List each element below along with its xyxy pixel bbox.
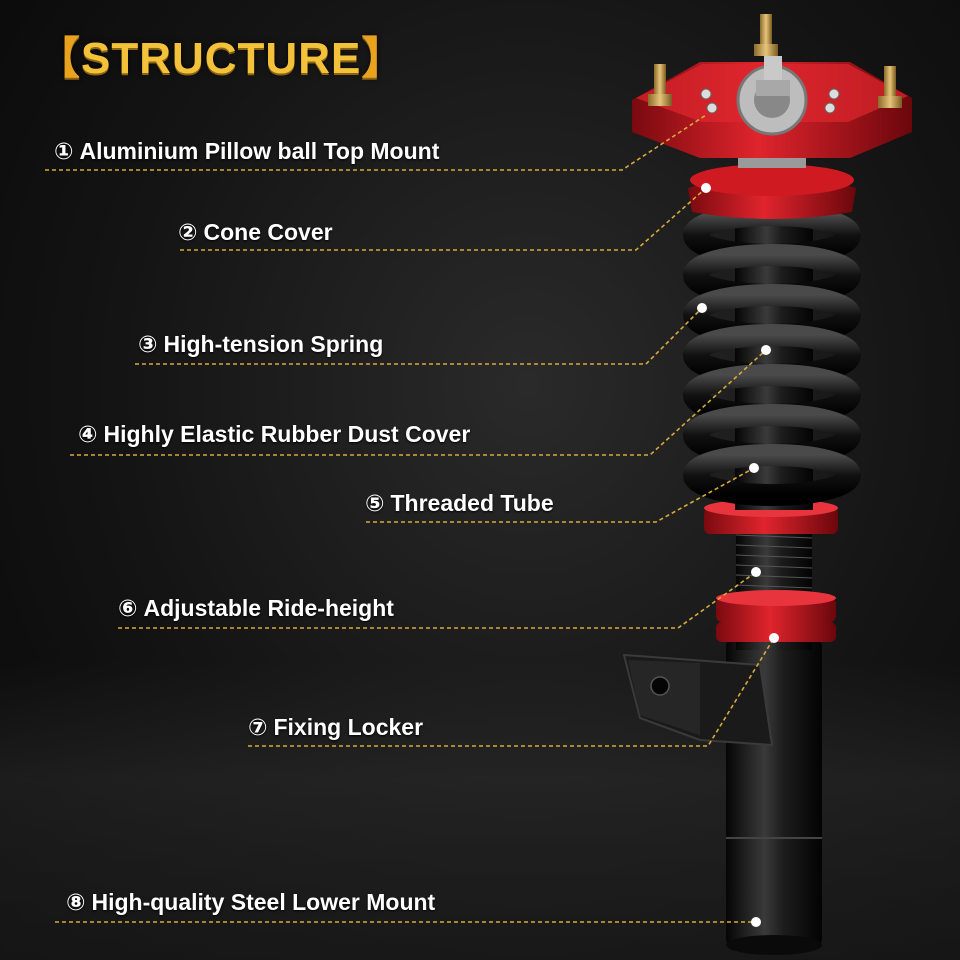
page-title: 【STRUCTURE】 xyxy=(36,22,407,83)
cone-cover xyxy=(688,150,856,219)
label-text: Threaded Tube xyxy=(390,490,554,516)
callout-dot xyxy=(751,917,761,927)
top-mount-plate xyxy=(632,62,912,158)
label-number: ④ xyxy=(78,421,98,447)
mount-studs xyxy=(648,14,902,108)
callout-dot xyxy=(751,567,761,577)
callout-dot xyxy=(761,345,771,355)
title-bracket-open: 【 xyxy=(36,34,81,83)
label-text: Highly Elastic Rubber Dust Cover xyxy=(103,421,471,447)
callout-dot xyxy=(697,303,707,313)
label-number: ⑥ xyxy=(118,595,138,621)
label-number: ⑧ xyxy=(66,889,86,915)
title-bracket-close: 】 xyxy=(361,34,407,83)
label-text: Adjustable Ride-height xyxy=(143,595,394,621)
label-text: High-tension Spring xyxy=(163,331,384,357)
fixing-locker-ring xyxy=(716,590,836,642)
callout-dots xyxy=(697,183,779,927)
label-number: ③ xyxy=(138,331,158,357)
mounting-bracket xyxy=(622,653,774,747)
label-text: High-quality Steel Lower Mount xyxy=(91,889,436,915)
title-text: STRUCTURE xyxy=(81,34,362,83)
label-text: Fixing Locker xyxy=(273,714,424,740)
callout-dot xyxy=(701,183,711,193)
label-number: ① xyxy=(54,138,74,164)
label-number: ⑦ xyxy=(248,714,268,740)
label-text: Cone Cover xyxy=(203,219,333,245)
label-text: Aluminium Pillow ball Top Mount xyxy=(79,138,440,164)
leader-lines xyxy=(45,114,775,923)
label-number: ② xyxy=(178,219,198,245)
label-number: ⑤ xyxy=(365,490,385,516)
callout-dot xyxy=(769,633,779,643)
callout-dot xyxy=(749,463,759,473)
